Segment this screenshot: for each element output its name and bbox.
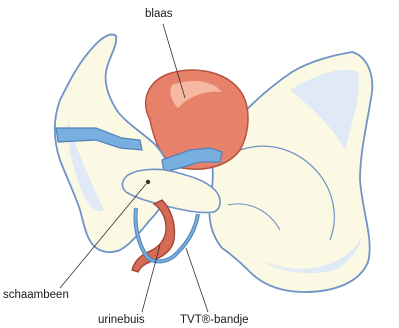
pubic-dot xyxy=(146,180,150,184)
bladder-label: blaas xyxy=(145,9,173,21)
urethra-label: urinebuis xyxy=(98,315,145,327)
pubic-bone-label: schaambeen xyxy=(3,290,69,302)
tvt-tape-label: TVT®-bandje xyxy=(180,315,249,327)
leader-line-tvt xyxy=(186,248,208,312)
